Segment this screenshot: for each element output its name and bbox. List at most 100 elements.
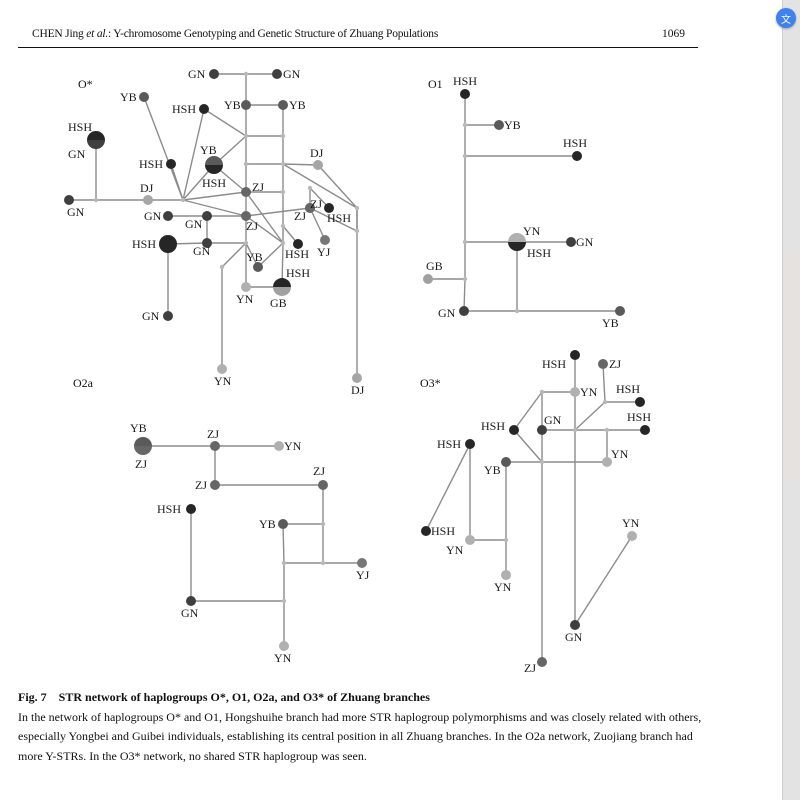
haplotype-node-gn [566, 237, 576, 247]
haplotype-node-yb [278, 100, 288, 110]
median-vector [539, 389, 545, 395]
haplotype-node-hsh [166, 159, 176, 169]
haplotype-node-gn [570, 620, 580, 630]
median-vector [604, 427, 610, 433]
node-label: YN [284, 439, 302, 453]
node-label: YB [259, 517, 276, 531]
network-edge [513, 429, 543, 463]
network-edge [182, 199, 247, 217]
haplotype-node-hsh [324, 203, 334, 213]
median-vector [281, 560, 287, 566]
node-label: HSH [285, 247, 309, 261]
median-vector [243, 161, 249, 167]
median-vector [93, 197, 99, 203]
network-edge [574, 535, 633, 626]
node-label: YN [611, 447, 629, 461]
network-edge [282, 523, 285, 564]
node-label: YB [224, 98, 241, 112]
haplotype-node-gn [209, 69, 219, 79]
median-vector [219, 264, 225, 270]
haplotype-node-hsh [186, 504, 196, 514]
node-label: HSH [202, 176, 226, 190]
haplotype-node-yb [139, 92, 149, 102]
node-label: GN [438, 306, 456, 320]
running-header: CHEN Jing et al.: Y-chromosome Genotypin… [18, 27, 698, 48]
network-edge [203, 108, 247, 137]
node-label: YN [580, 385, 598, 399]
node-label: YJ [356, 568, 370, 582]
node-label: HSH [542, 357, 566, 371]
haplotype-node-hsh [508, 242, 526, 251]
node-label: HSH [286, 266, 310, 280]
node-label: GN [193, 244, 211, 258]
haplotype-node-yn [627, 531, 637, 541]
node-label: HSH [68, 120, 92, 134]
haplotype-node-yn [279, 641, 289, 651]
median-vector [280, 223, 286, 229]
median-vector [307, 185, 313, 191]
network-edge [245, 215, 284, 244]
haplotype-node-yn [508, 233, 526, 242]
node-label: HSH [627, 410, 651, 424]
median-vector [243, 240, 249, 246]
median-vector [514, 308, 520, 314]
node-label: YB [484, 463, 501, 477]
document-page: CHEN Jing et al.: Y-chromosome Genotypin… [18, 27, 708, 763]
node-label: HSH [453, 74, 477, 88]
node-label: GN [181, 606, 199, 620]
median-vector [539, 459, 545, 465]
haplotype-node-yb [134, 437, 152, 446]
haplotype-node-gb [423, 274, 433, 284]
median-vector [243, 133, 249, 139]
node-label: HSH [527, 246, 551, 260]
haplotype-node-yn [570, 387, 580, 397]
haplotype-node-yn [274, 441, 284, 451]
network-edge [309, 207, 326, 241]
network-label: O3* [420, 376, 441, 390]
node-label: GB [270, 296, 287, 310]
node-label: GN [565, 630, 583, 644]
node-label: YN [236, 292, 254, 306]
haplotype-node-yb [501, 457, 511, 467]
node-label: HSH [437, 437, 461, 451]
median-vector [243, 71, 249, 77]
node-label: ZJ [294, 209, 306, 223]
node-label: YN [494, 580, 512, 594]
network-edge [245, 191, 284, 244]
scrollbar-thumb[interactable] [783, 250, 800, 480]
median-vector [354, 205, 360, 211]
node-label: YB [130, 421, 147, 435]
haplotype-node-zj [241, 211, 251, 221]
node-label: YB [200, 143, 217, 157]
haplotype-node-dj [313, 160, 323, 170]
haplotype-node-gn [202, 211, 212, 221]
haplotype-node-gn [459, 306, 469, 316]
node-label: DJ [351, 383, 365, 397]
figure-number: Fig. 7 [18, 690, 47, 704]
caption-title: Fig. 7 STR network of haplogroups O*, O1,… [18, 688, 708, 708]
haplotype-node-zj [537, 657, 547, 667]
network-edge [143, 96, 184, 201]
node-label: YN [446, 543, 464, 557]
haplotype-node-zj [305, 203, 315, 213]
network-edge [463, 278, 466, 312]
network-edge [282, 163, 319, 166]
haplotype-node-yj [320, 235, 330, 245]
node-label: GN [68, 147, 86, 161]
node-label: ZJ [313, 464, 325, 478]
haplotype-node-yb [241, 100, 251, 110]
median-vector [462, 276, 468, 282]
node-label: ZJ [609, 357, 621, 371]
median-vector [280, 161, 286, 167]
caption-title-text: STR network of haplogroups O*, O1, O2a, … [58, 690, 430, 704]
haplotype-node-yn [602, 457, 612, 467]
node-label: YB [120, 90, 137, 104]
haplotype-node-yb [615, 306, 625, 316]
translate-button[interactable]: 文 [776, 8, 796, 28]
node-label: ZJ [310, 197, 322, 211]
network-edge [317, 164, 358, 209]
node-label: YB [246, 250, 263, 264]
haplotype-node-zj [318, 480, 328, 490]
median-vector [572, 427, 578, 433]
